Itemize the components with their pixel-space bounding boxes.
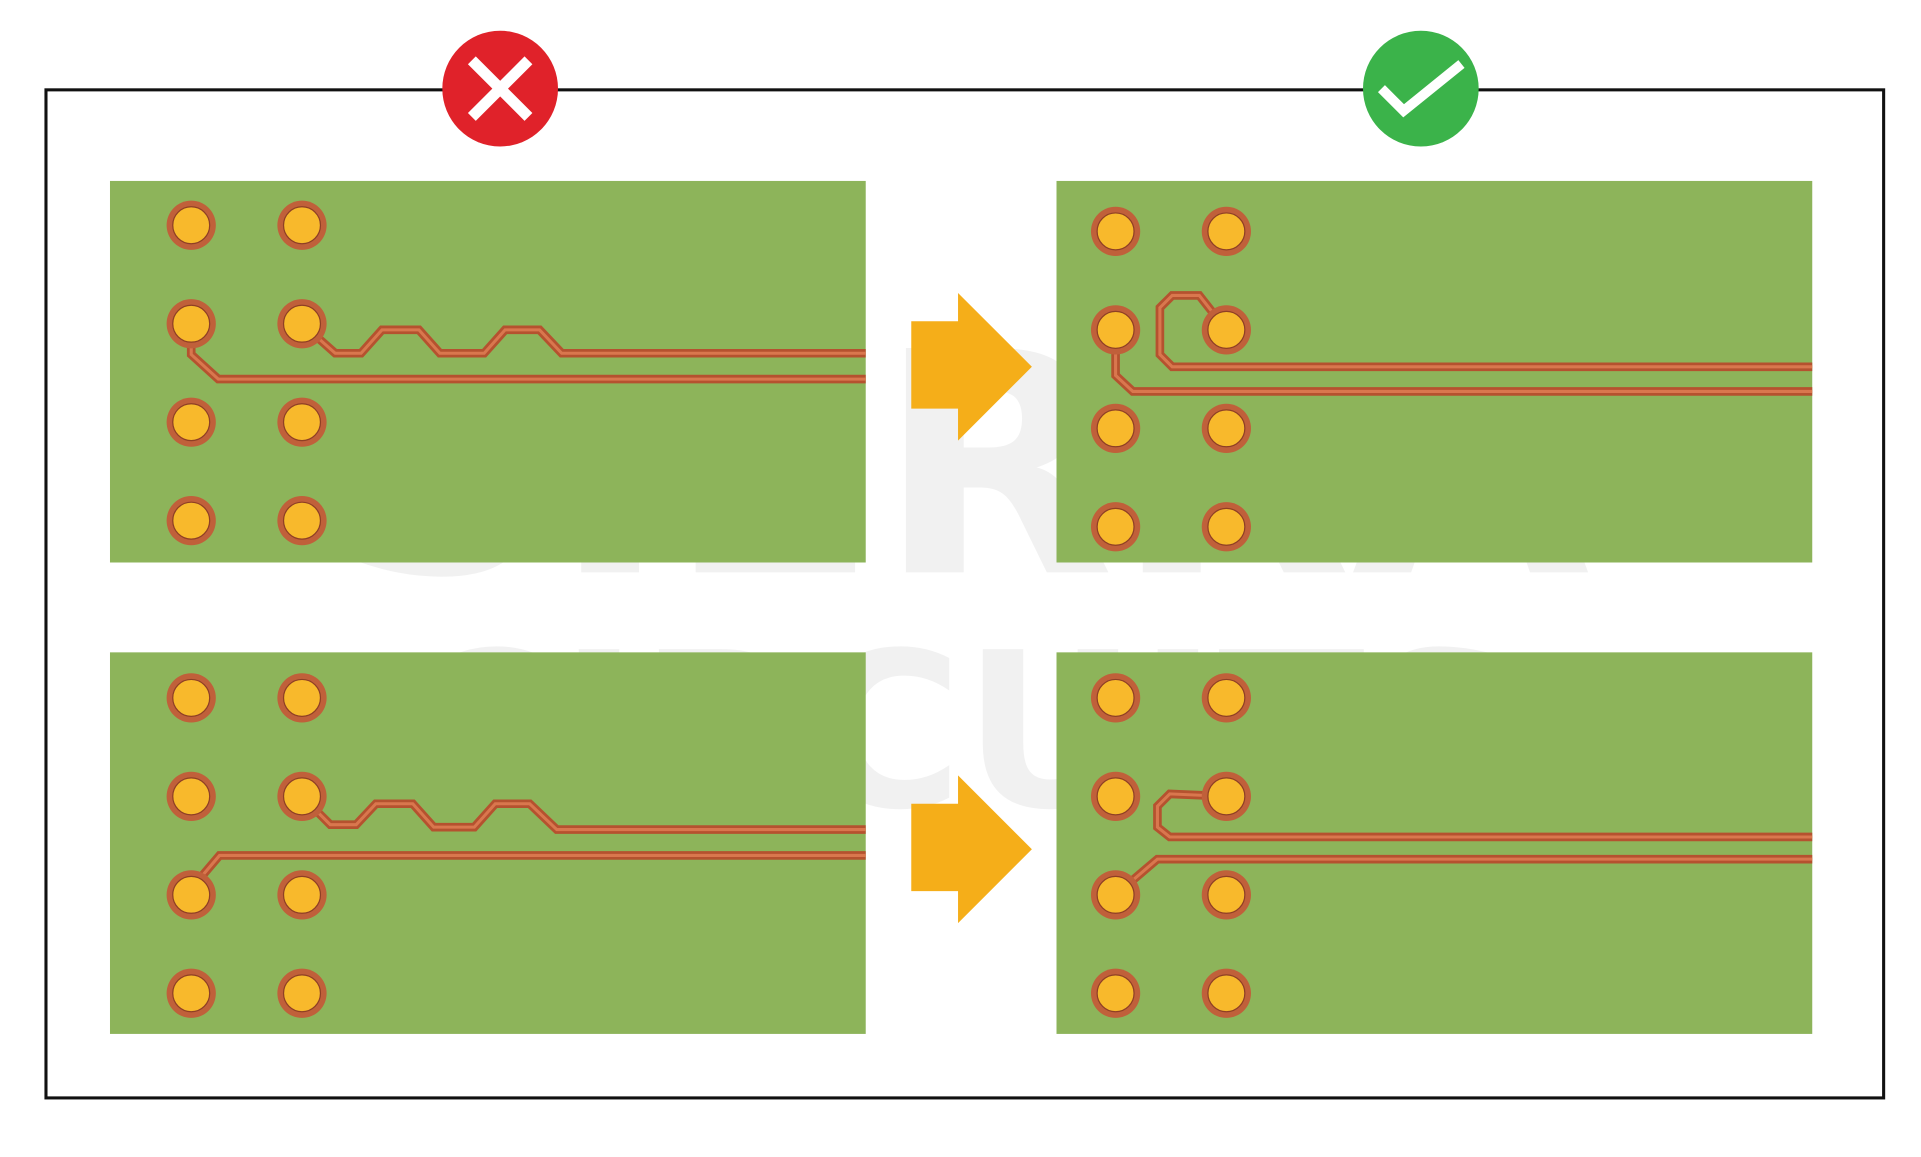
pad: [172, 974, 211, 1013]
pad: [282, 974, 322, 1013]
pcb-panel-bottom-right: [1056, 652, 1813, 1034]
pad: [282, 206, 322, 245]
pad: [1207, 875, 1246, 914]
pad: [1207, 777, 1246, 816]
pad: [1207, 507, 1246, 546]
pad: [1207, 974, 1246, 1013]
pad: [1207, 212, 1246, 251]
frame: [44, 88, 1886, 1100]
trace-highlight: [1158, 293, 1813, 369]
pad: [172, 206, 211, 245]
pad: [282, 777, 322, 816]
pad: [1207, 409, 1246, 448]
pcb-panel-top-right: [1056, 180, 1813, 563]
pad: [282, 403, 322, 442]
pad: [1096, 875, 1135, 914]
right-arrow-icon: [911, 775, 1032, 924]
x-mark-icon: [467, 56, 533, 121]
trace-highlight: [300, 322, 866, 355]
incorrect-badge: [442, 30, 559, 147]
right-arrow-icon: [911, 292, 1032, 441]
pad: [1096, 507, 1135, 546]
pad: [1096, 974, 1135, 1013]
board: [1056, 180, 1813, 563]
pcb-panel-top-left: [109, 180, 866, 563]
check-mark-icon: [1377, 60, 1465, 118]
pad: [1096, 310, 1135, 349]
pad: [1096, 409, 1135, 448]
pad: [172, 304, 211, 343]
board: [109, 180, 866, 563]
board: [1056, 652, 1813, 1034]
pad: [1096, 212, 1135, 251]
pad: [172, 403, 211, 442]
pad: [172, 875, 211, 914]
pad: [282, 678, 322, 717]
pad: [282, 875, 322, 914]
pad: [282, 304, 322, 343]
pad: [1207, 678, 1246, 717]
pad: [1096, 678, 1135, 717]
pad: [172, 678, 211, 717]
trace-highlight: [1155, 792, 1813, 839]
pad: [1096, 777, 1135, 816]
board: [109, 652, 866, 1034]
pad: [282, 501, 322, 540]
correct-badge: [1362, 30, 1479, 147]
trace-highlight: [300, 795, 866, 832]
pad: [172, 777, 211, 816]
pad: [172, 501, 211, 540]
pad: [1207, 310, 1246, 349]
pcb-panel-bottom-left: [109, 652, 866, 1034]
